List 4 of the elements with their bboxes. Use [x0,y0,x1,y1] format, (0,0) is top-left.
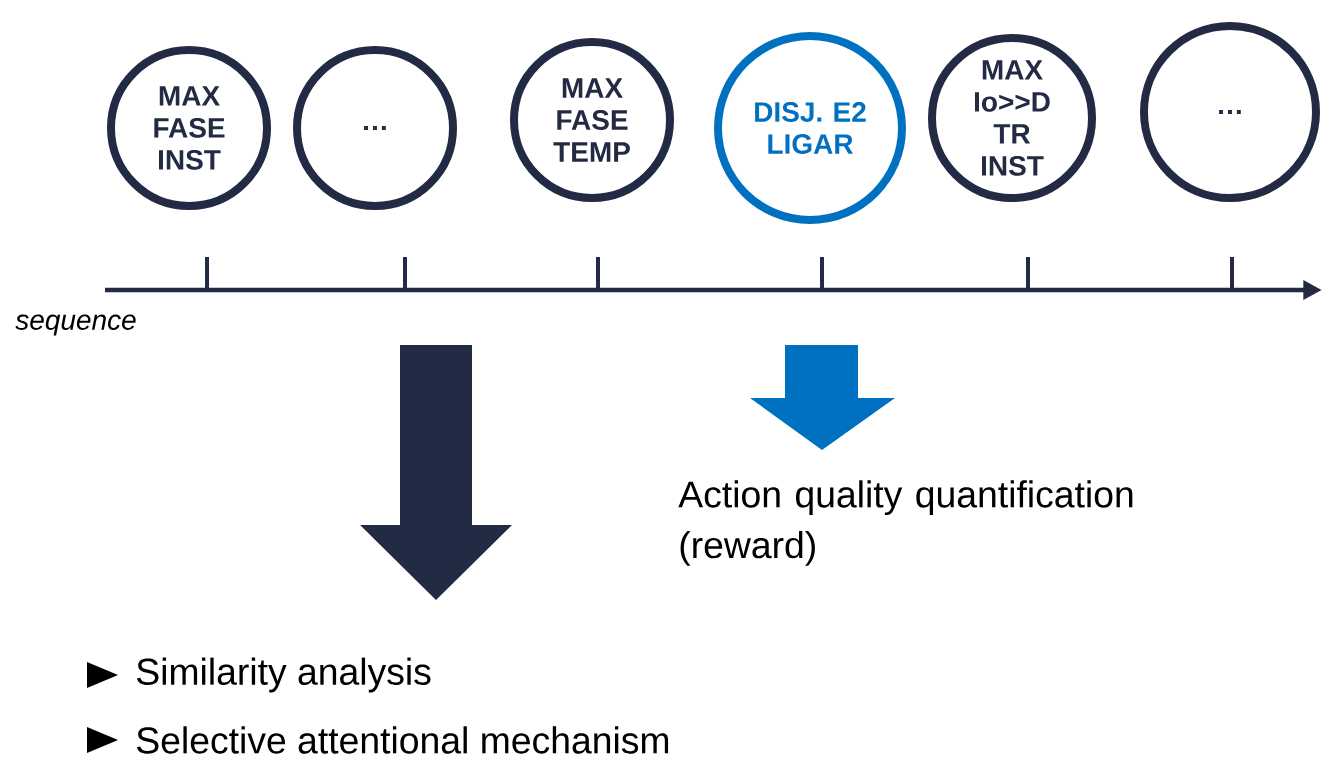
bullet-text: Selective attentional mechanism [136,726,669,754]
result-text: Action quality quantification (reward) [678,480,1133,566]
axis-label: sequence [15,314,136,336]
bullet-text: Similarity analysis [136,657,431,693]
